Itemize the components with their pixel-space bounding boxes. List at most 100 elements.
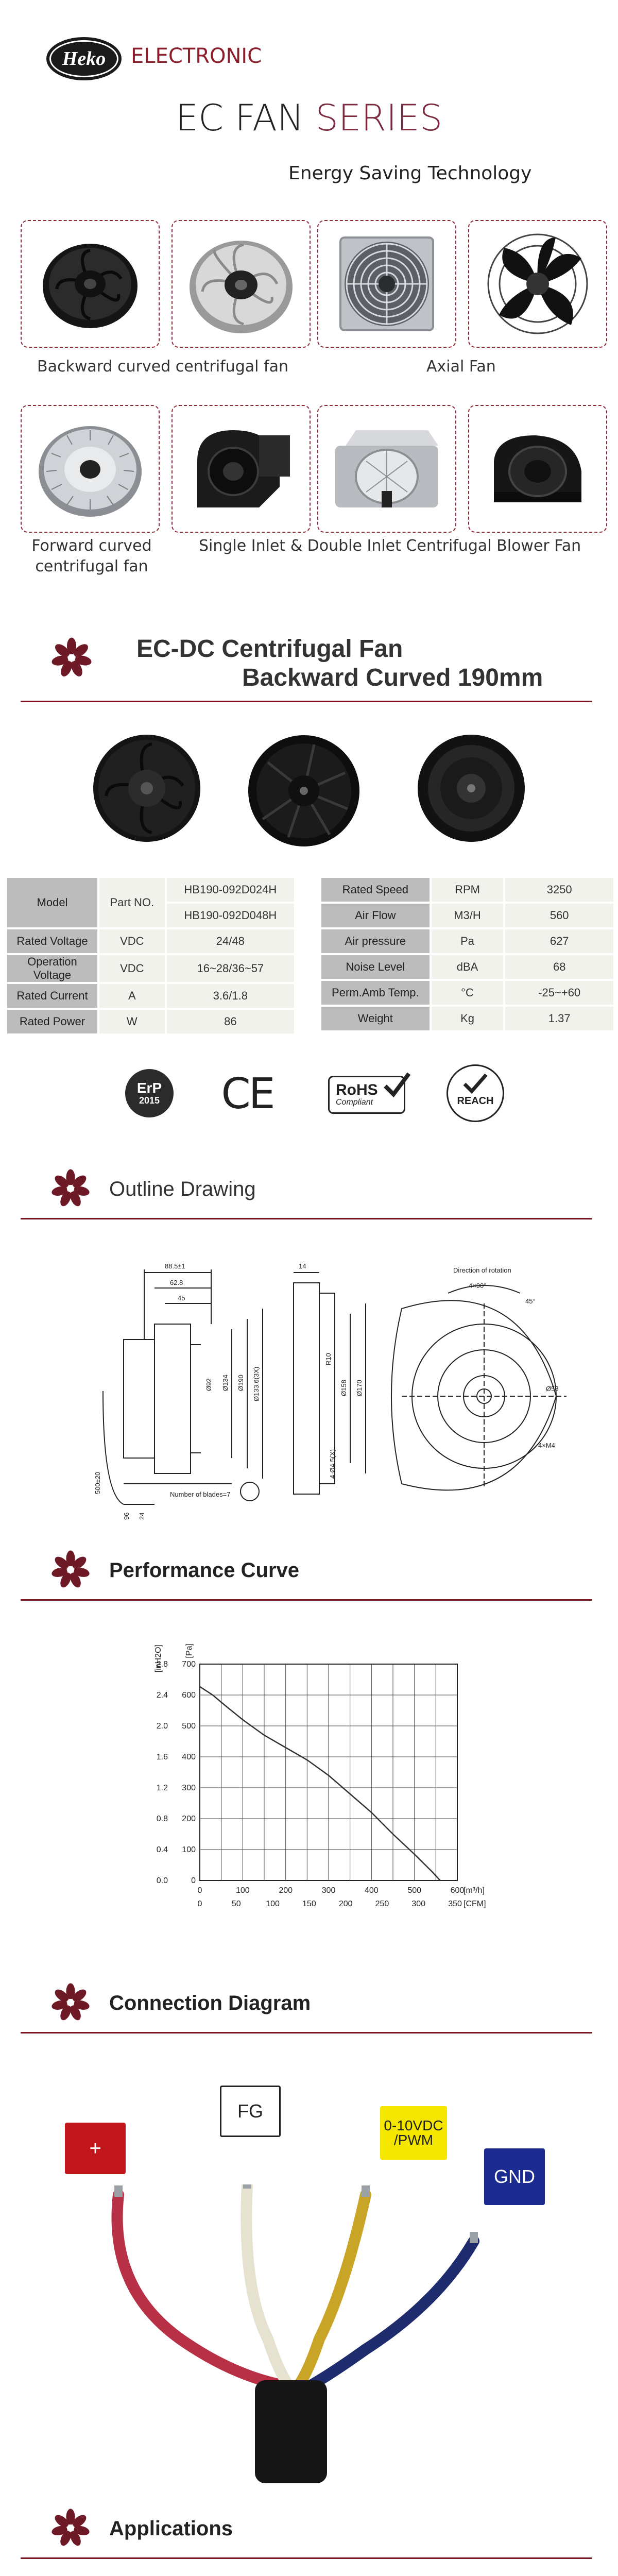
- spec-label: Air pressure: [321, 929, 430, 953]
- erp-year: 2015: [139, 1095, 160, 1106]
- reach-text: REACH: [457, 1095, 494, 1107]
- rohs-text: RoHS: [336, 1081, 378, 1098]
- rohs-sub: Compliant: [336, 1098, 373, 1107]
- spec-unit: Pa: [431, 929, 504, 953]
- y2-tick-label: 0.8: [157, 1815, 168, 1823]
- blade-count: Number of blades=7: [170, 1490, 230, 1498]
- y-tick-label: 600: [182, 1691, 196, 1700]
- table-row: Operation Voltage VDC 16~28/36~57: [7, 955, 294, 982]
- y-tick-label: 300: [182, 1784, 196, 1792]
- y-tick-label: 500: [182, 1722, 196, 1731]
- section-divider: [21, 2032, 592, 2033]
- checkmark-icon: [384, 1072, 411, 1098]
- tile-axial-fan-1[interactable]: [317, 220, 456, 348]
- label-forward-fan-line2: centrifugal fan: [35, 557, 148, 575]
- spec-unit: A: [99, 984, 165, 1008]
- spec-table-right: Rated Speed RPM 3250 Air Flow M3/H 560 A…: [319, 876, 615, 1032]
- x2-tick-label: 300: [411, 1900, 425, 1908]
- spec-label: Rated Power: [7, 1010, 97, 1033]
- spec-value: 3250: [505, 878, 613, 902]
- spec-unit: M3/H: [431, 904, 504, 927]
- spec-table-left: Model Part NO. HB190-092D024H HB190-092D…: [5, 876, 296, 1036]
- x-tick-label: 600: [451, 1886, 465, 1895]
- spec-unit: VDC: [99, 929, 165, 953]
- spec-value: 560: [505, 904, 613, 927]
- dim-top-1: 88.5±1: [165, 1262, 185, 1270]
- erp-badge-icon: ErP 2015: [125, 1069, 174, 1117]
- spec-value: 16~28/36~57: [166, 955, 294, 982]
- section-performance: Performance Curve: [21, 1550, 592, 1606]
- dim-bottom-1: 96: [123, 1513, 130, 1520]
- spec-value: 24/48: [166, 929, 294, 953]
- y-tick-label: 100: [182, 1845, 196, 1854]
- reach-badge-icon: REACH: [447, 1064, 504, 1122]
- spec-label: Rated Current: [7, 984, 97, 1008]
- section-divider: [21, 2557, 592, 2559]
- spec-label: Rated Speed: [321, 878, 430, 902]
- tagline: Energy Saving Technology: [288, 163, 532, 184]
- angle-1: 4×90°: [469, 1282, 486, 1290]
- table-row: Noise Level dBA 68: [321, 955, 613, 979]
- tile-backward-fan-2[interactable]: [171, 220, 311, 348]
- dim-side-1: R10: [324, 1353, 332, 1365]
- tile-double-inlet-blower[interactable]: [317, 405, 456, 533]
- outline-drawing: 88.5±1 62.8 45 Ø92 Ø134 Ø190 Ø133.6(3X) …: [94, 1262, 566, 1520]
- rohs-badge-icon: RoHS Compliant: [328, 1076, 405, 1114]
- fg-label: FG: [220, 2086, 281, 2137]
- brand-logo: Heko: [46, 37, 122, 80]
- x2-tick-label: 150: [302, 1900, 316, 1908]
- fan-icon: [52, 1983, 90, 2021]
- spec-value: 68: [505, 955, 613, 979]
- dim-length: 500±20: [94, 1472, 101, 1494]
- black-blower-image: [494, 435, 581, 502]
- forward-fan-image: [39, 426, 142, 517]
- section-divider: [21, 701, 592, 702]
- y-tick-label: 400: [182, 1753, 196, 1761]
- dim-hole: Ø133.6(3X): [252, 1367, 260, 1401]
- x-tick-label: 400: [365, 1886, 379, 1895]
- dim-top-3: 45: [178, 1294, 185, 1302]
- y2-tick-label: 1.6: [157, 1753, 168, 1761]
- dim-14: 14: [299, 1262, 306, 1270]
- fan-icon: [52, 2509, 90, 2546]
- table-row: Weight Kg 1.37: [321, 1007, 613, 1030]
- tile-blower-black[interactable]: [468, 405, 607, 533]
- tile-single-inlet-blower[interactable]: [171, 405, 311, 533]
- axial-fan-grille-image: [339, 236, 434, 331]
- section-connection: Connection Diagram: [21, 1982, 592, 2039]
- x-tick-label: 200: [279, 1886, 293, 1895]
- spec-unit: °C: [431, 981, 504, 1005]
- backward-fan-metal-image: [190, 241, 293, 333]
- cable-wiring-image: [111, 2184, 479, 2483]
- tile-backward-fan-1[interactable]: [21, 220, 160, 348]
- partno-label: Part NO.: [99, 878, 165, 927]
- dim-side-2: Ø158: [340, 1380, 348, 1396]
- part-number-1: HB190-092D024H: [166, 878, 294, 902]
- table-row: Air Flow M3/H 560: [321, 904, 613, 927]
- x-tick-label: 100: [236, 1886, 250, 1895]
- performance-chart-svg: 01002003004005006007000.00.40.81.21.62.0…: [154, 1643, 486, 1908]
- fan-icon: [52, 1169, 90, 1207]
- section-divider: [21, 1599, 592, 1601]
- section-divider: [21, 1218, 592, 1219]
- title-part-1: EC FAN: [175, 97, 316, 139]
- y2-tick-label: 0.4: [157, 1845, 168, 1854]
- gnd-label: GND: [484, 2148, 545, 2205]
- label-axial-fan: Axial Fan: [426, 358, 496, 376]
- tile-forward-fan[interactable]: [21, 405, 160, 533]
- reach-check-icon: [463, 1073, 488, 1094]
- spec-label: Air Flow: [321, 904, 430, 927]
- tile-axial-fan-2[interactable]: [468, 220, 607, 348]
- part-number-2: HB190-092D048H: [166, 904, 294, 927]
- dim-mid-3: Ø190: [237, 1375, 245, 1391]
- plus-label: +: [65, 2123, 126, 2174]
- table-row: Perm.Amb Temp. °C -25~+60: [321, 981, 613, 1005]
- spec-unit: VDC: [99, 955, 165, 982]
- y2-tick-label: 2.0: [157, 1722, 168, 1731]
- x-tick-label: 500: [407, 1886, 421, 1895]
- dim-mid-1: Ø92: [205, 1378, 213, 1391]
- spec-value: 1.37: [505, 1007, 613, 1030]
- y2-tick-label: 1.2: [157, 1784, 168, 1792]
- x-tick-label: 0: [198, 1886, 202, 1895]
- spec-value: 627: [505, 929, 613, 953]
